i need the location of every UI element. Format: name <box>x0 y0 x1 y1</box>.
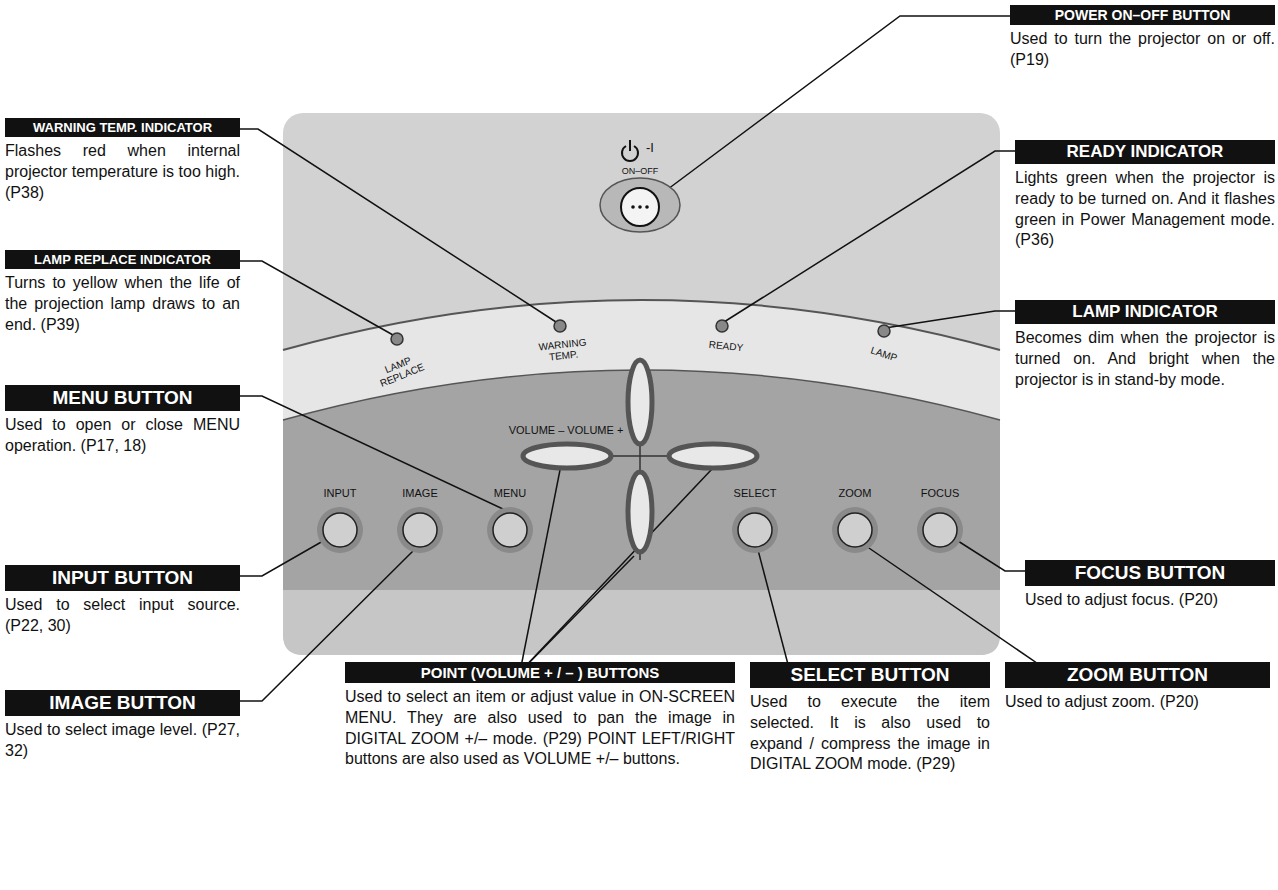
panel-label: MENU <box>480 487 540 499</box>
band-edge <box>283 300 1000 350</box>
callout-heading: READY INDICATOR <box>1015 140 1275 164</box>
callout-description: Used to select image level. (P27, 32) <box>5 720 240 762</box>
callout-description: Turns to yellow when the life of the pro… <box>5 273 240 335</box>
panel-label: VOLUME – VOLUME + <box>507 424 625 436</box>
panel-label: INPUT <box>310 487 370 499</box>
callout-heading: LAMP INDICATOR <box>1015 300 1275 324</box>
callout: SELECT BUTTON Used to execute the item se… <box>750 662 990 775</box>
panel-label: ZOOM <box>825 487 885 499</box>
callout: LAMP INDICATOR Becomes dim when the proje… <box>1015 300 1275 390</box>
callout-description: Lights green when the projector is ready… <box>1015 168 1275 251</box>
indicator-lamps <box>391 320 890 345</box>
round-buttons <box>317 507 963 553</box>
callout-description: Used to execute the item selected. It is… <box>750 692 990 775</box>
callout-heading: ZOOM BUTTON <box>1005 662 1270 688</box>
callout-description: Flashes red when internal projector temp… <box>5 141 240 203</box>
callout-description: Used to open or close MENU operation. (P… <box>5 415 240 457</box>
power-symbol <box>622 140 638 161</box>
callout: POINT (VOLUME + / – ) BUTTONS Used to sel… <box>345 662 735 770</box>
callout-heading: LAMP REPLACE INDICATOR <box>5 250 240 269</box>
power-button-dots <box>631 205 649 209</box>
callout-description: Used to adjust focus. (P20) <box>1025 590 1275 611</box>
callout: INPUT BUTTON Used to select input source.… <box>5 565 240 637</box>
power-button <box>621 188 659 226</box>
panel-label: ON–OFF <box>610 167 670 177</box>
callout-heading: IMAGE BUTTON <box>5 690 240 716</box>
power-button-ring <box>600 178 680 232</box>
callout-heading: SELECT BUTTON <box>750 662 990 688</box>
callout-heading: WARNING TEMP. INDICATOR <box>5 118 240 137</box>
panel-label: -I <box>638 141 662 155</box>
callout-description: Used to select input source. (P22, 30) <box>5 595 240 637</box>
callout: WARNING TEMP. INDICATOR Flashes red when … <box>5 118 240 203</box>
callout: FOCUS BUTTON Used to adjust focus. (P20) <box>1025 560 1275 611</box>
callout-description: Becomes dim when the projector is turned… <box>1015 328 1275 390</box>
callout: MENU BUTTON Used to open or close MENU op… <box>5 385 240 457</box>
front-strip <box>283 590 1000 655</box>
panel-label: SELECT <box>725 487 785 499</box>
leader-lines <box>240 16 1050 701</box>
callout-description: Used to select an item or adjust value i… <box>345 687 735 770</box>
callout-description: Used to turn the projector on or off. (P… <box>1010 29 1275 71</box>
callout: LAMP REPLACE INDICATOR Turns to yellow wh… <box>5 250 240 335</box>
point-buttons <box>523 360 757 552</box>
callout-heading: INPUT BUTTON <box>5 565 240 591</box>
panel-label: IMAGE <box>390 487 450 499</box>
callout: READY INDICATOR Lights green when the pro… <box>1015 140 1275 251</box>
callout: POWER ON–OFF BUTTON Used to turn the proj… <box>1010 5 1275 71</box>
callout-heading: FOCUS BUTTON <box>1025 560 1275 586</box>
callout-heading: MENU BUTTON <box>5 385 240 411</box>
panel-label: FOCUS <box>910 487 970 499</box>
callout-heading: POINT (VOLUME + / – ) BUTTONS <box>345 662 735 683</box>
callout: IMAGE BUTTON Used to select image level. … <box>5 690 240 762</box>
callout: ZOOM BUTTON Used to adjust zoom. (P20) <box>1005 662 1270 713</box>
callout-heading: POWER ON–OFF BUTTON <box>1010 5 1275 25</box>
callout-description: Used to adjust zoom. (P20) <box>1005 692 1270 713</box>
